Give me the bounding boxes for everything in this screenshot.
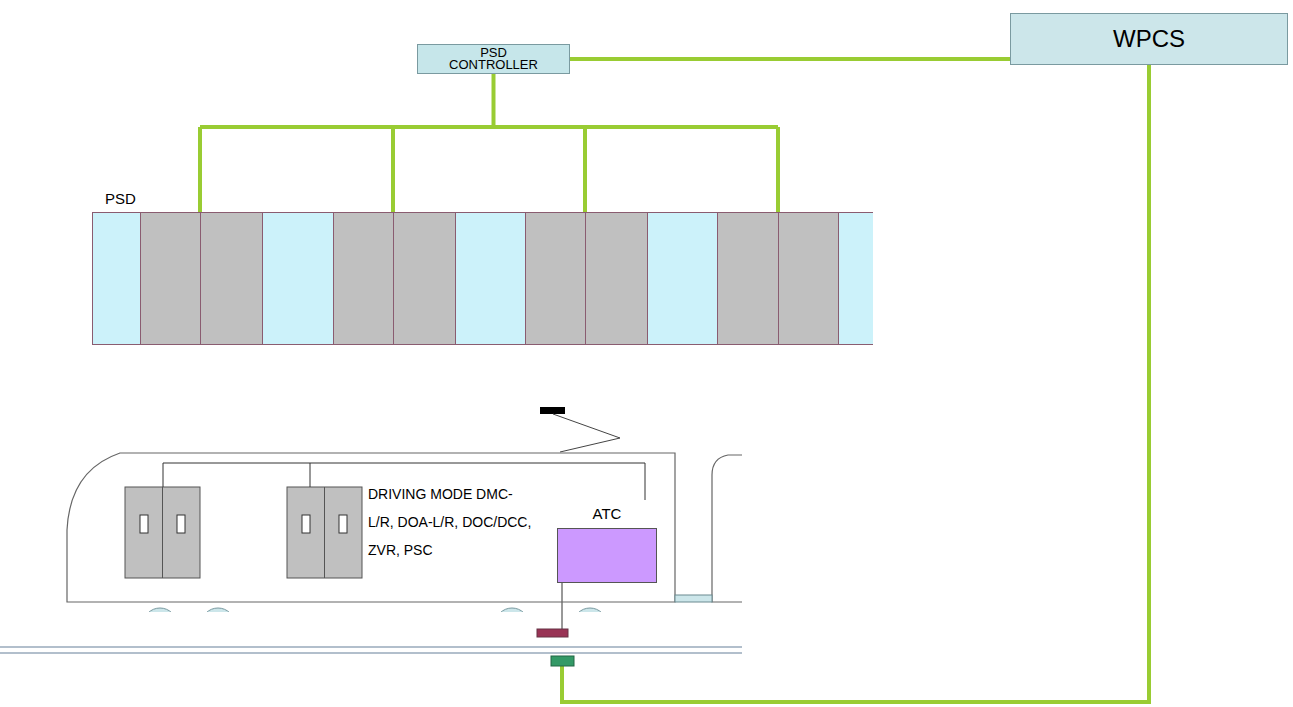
- system-box: WPCS: [1010, 13, 1288, 65]
- node-label: ATC: [557, 500, 657, 524]
- car-door: [287, 487, 362, 578]
- node-label: WPCS: [1011, 14, 1287, 64]
- sliding-door: [394, 213, 456, 345]
- sliding-door: [779, 213, 839, 345]
- door-split: [324, 487, 325, 578]
- sliding-door: [334, 213, 394, 345]
- coupler: [675, 595, 712, 602]
- wheel: [495, 608, 529, 612]
- next-car: [712, 455, 742, 602]
- connector-line: [562, 65, 1149, 702]
- sliding-door: [718, 213, 779, 345]
- door-window: [140, 515, 148, 533]
- door-wire: [310, 463, 311, 487]
- atc-cabinet: [557, 528, 657, 583]
- sliding-door: [586, 213, 648, 345]
- train-car: ATC DRIVING MODE DMC-L/R, DOA-L/R, DOC/DC…: [60, 400, 745, 612]
- node-label: PSD CONTROLLER: [444, 45, 544, 73]
- car-door: [125, 487, 200, 578]
- connector: [200, 74, 778, 212]
- onboard-antenna: [537, 629, 568, 637]
- connector-line: [198, 127, 202, 212]
- connector-line: [562, 583, 563, 629]
- door-window: [339, 515, 347, 533]
- connector-line: [570, 57, 1010, 61]
- wayside-antenna: [551, 656, 574, 666]
- door-band-drawing: [92, 212, 873, 346]
- rail: [0, 646, 742, 648]
- fixed-panel: [456, 213, 526, 345]
- sliding-door: [141, 213, 201, 345]
- pantograph-arm: [553, 414, 620, 452]
- wheel: [573, 608, 607, 612]
- node-label: DRIVING MODE DMC-L/R, DOA-L/R, DOC/DCC, …: [368, 480, 538, 564]
- wheel: [201, 608, 235, 612]
- fixed-panel: [839, 213, 874, 345]
- controller-box: PSD CONTROLLER: [417, 44, 570, 74]
- connector: [570, 59, 1010, 60]
- pantograph-shoe: [540, 407, 565, 414]
- connector-line: [776, 127, 780, 212]
- connector-line: [200, 125, 778, 129]
- node-label: PSD: [92, 188, 873, 210]
- car-body: [67, 453, 675, 602]
- sliding-door: [201, 213, 263, 345]
- train-drawing: [60, 400, 745, 612]
- fixed-panel: [93, 213, 141, 345]
- connector: [562, 65, 1149, 702]
- door-band: [92, 212, 873, 346]
- door-split: [162, 487, 163, 578]
- platform-screen-door: PSD: [92, 188, 873, 346]
- connector-line: [583, 127, 587, 212]
- fixed-panel: [648, 213, 718, 345]
- connector-line: [492, 74, 496, 127]
- sliding-door: [526, 213, 586, 345]
- connector-line: [391, 127, 395, 212]
- wheel: [143, 608, 177, 612]
- door-window: [177, 515, 185, 533]
- atc-unit: ATC: [557, 500, 657, 583]
- door-window: [302, 515, 310, 533]
- fixed-panel: [263, 213, 334, 345]
- rail: [0, 652, 742, 654]
